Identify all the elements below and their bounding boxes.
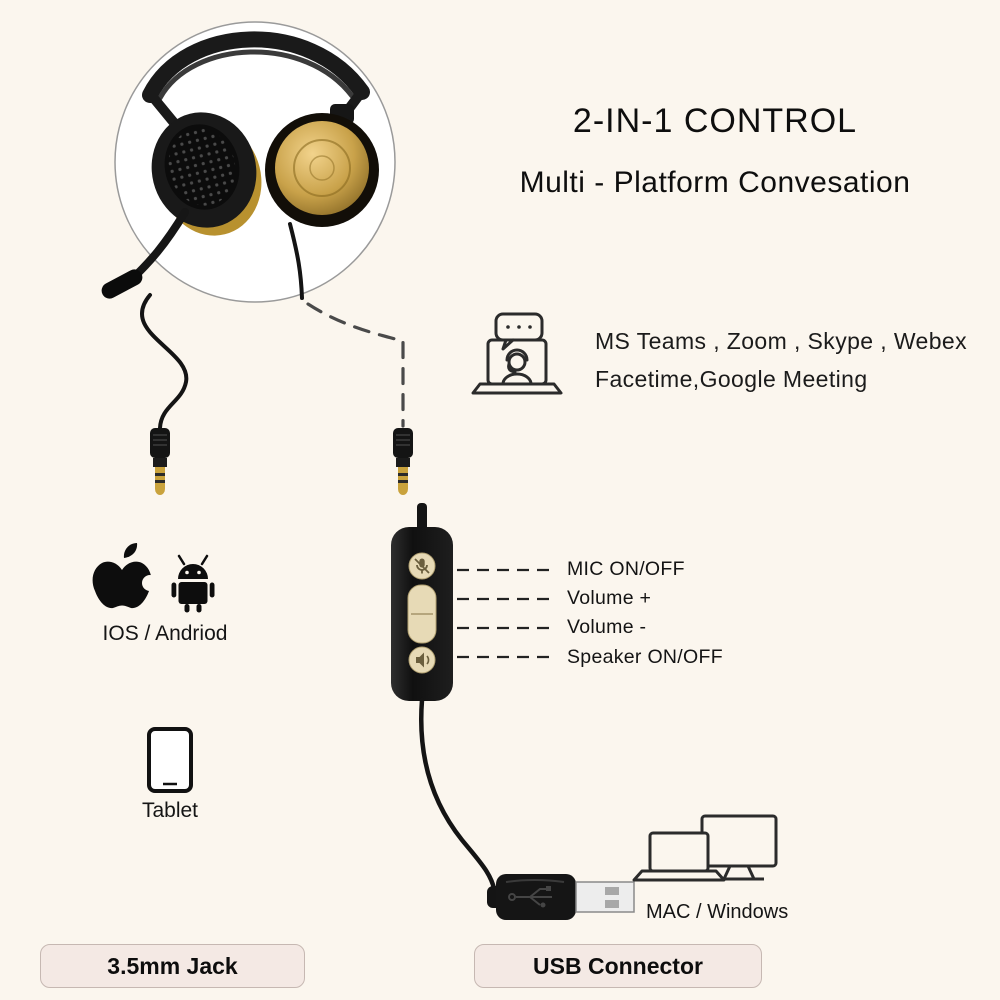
video-call-icon [471, 312, 563, 395]
os-label: IOS / Andriod [102, 622, 228, 645]
usb-label-box: USB Connector [474, 944, 762, 988]
usb-trident-icon [508, 886, 552, 908]
tablet-label: Tablet [141, 799, 199, 822]
speaker-icon [416, 652, 430, 668]
remote-label-volume-up: Volume + [567, 587, 652, 609]
jack-plug-left [150, 428, 170, 495]
headset-photo [101, 21, 396, 303]
page-title: 2-IN-1 CONTROL [572, 102, 858, 140]
android-logo-icon [171, 554, 215, 613]
remote-label-speaker: Speaker ON/OFF [567, 646, 723, 668]
remote-leader-lines [457, 568, 556, 659]
mic-off-icon [414, 558, 430, 574]
mac-windows-icon [632, 814, 778, 882]
jack-plug-right [393, 428, 413, 495]
inline-remote [391, 503, 453, 701]
jack-label-box: 3.5mm Jack [40, 944, 305, 988]
remote-label-mic: MIC ON/OFF [567, 558, 685, 580]
apple-logo-icon [92, 543, 158, 609]
usb-connector [487, 874, 635, 920]
headset-cables [140, 222, 405, 430]
tablet-icon [147, 727, 193, 793]
usb-cable [419, 697, 498, 896]
page-subtitle: Multi - Platform Convesation [519, 166, 911, 199]
platforms-line1: MS Teams , Zoom , Skype , Webex [595, 328, 968, 354]
remote-label-volume-down: Volume - [567, 616, 647, 638]
platforms-line2: Facetime,Google Meeting [595, 366, 868, 392]
computer-label: MAC / Windows [646, 901, 789, 923]
